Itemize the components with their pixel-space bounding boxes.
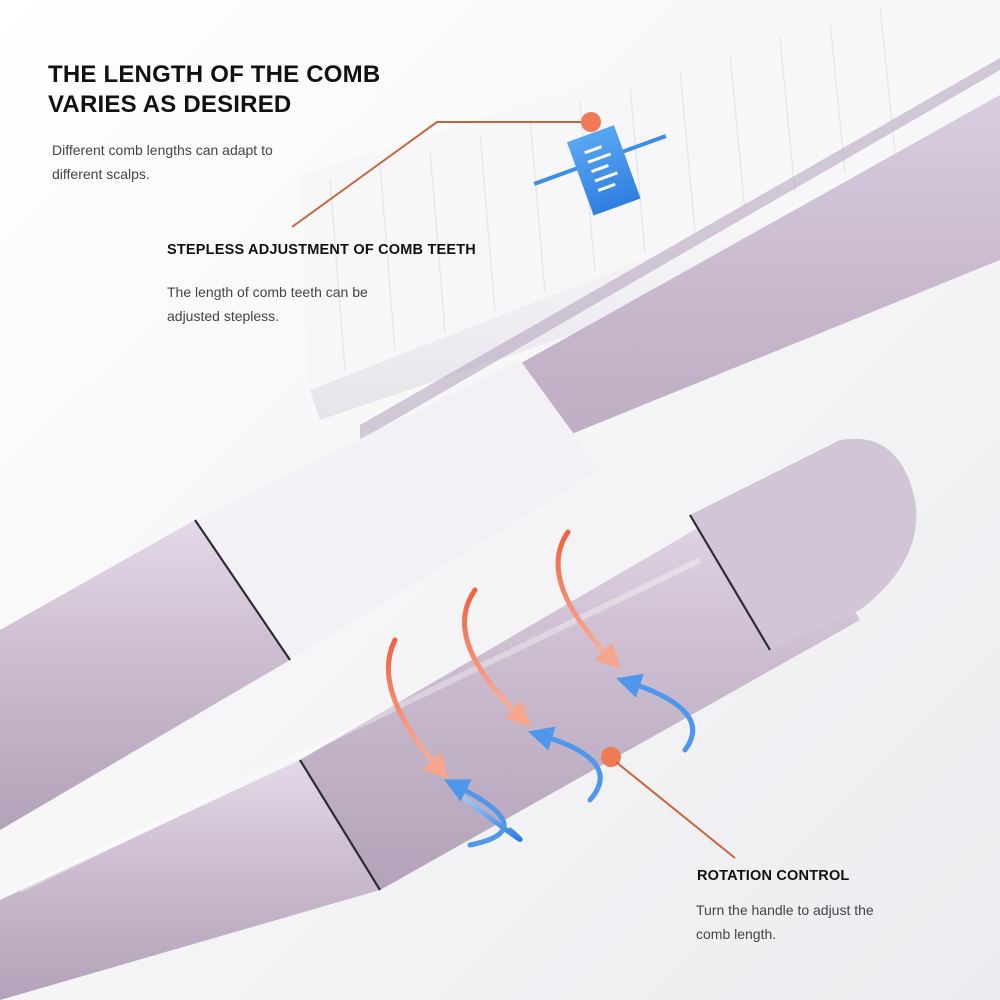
stepless-line-1: The length of comb teeth can be	[167, 284, 368, 300]
intro-text: Different comb lengths can adapt to diff…	[52, 138, 273, 186]
stepless-description: The length of comb teeth can be adjusted…	[167, 280, 368, 328]
headline: THE LENGTH OF THE COMB VARIES AS DESIRED	[48, 60, 380, 120]
rotation-line-1: Turn the handle to adjust the	[696, 902, 874, 918]
intro-line-1: Different comb lengths can adapt to	[52, 142, 273, 158]
callout-leader-stepless	[291, 112, 601, 228]
stepless-title: STEPLESS ADJUSTMENT OF COMB TEETH	[167, 242, 476, 258]
rotation-title: ROTATION CONTROL	[697, 868, 850, 884]
headline-line-1: THE LENGTH OF THE COMB	[48, 61, 381, 88]
comb-teeth-length-icon	[533, 125, 667, 216]
rotation-arrows-icon	[386, 529, 696, 848]
comb-bristles	[300, 0, 1000, 390]
handle-back	[0, 360, 600, 830]
callout-leader-rotation	[601, 747, 736, 859]
handle-front	[0, 438, 917, 1000]
rotation-sleeve	[300, 480, 860, 890]
intro-line-2: different scalps.	[52, 166, 150, 182]
headline-line-2: VARIES AS DESIRED	[48, 91, 292, 118]
stepless-line-2: adjusted stepless.	[167, 308, 280, 324]
rotation-line-2: comb length.	[696, 926, 777, 942]
rotation-description: Turn the handle to adjust the comb lengt…	[696, 898, 874, 946]
